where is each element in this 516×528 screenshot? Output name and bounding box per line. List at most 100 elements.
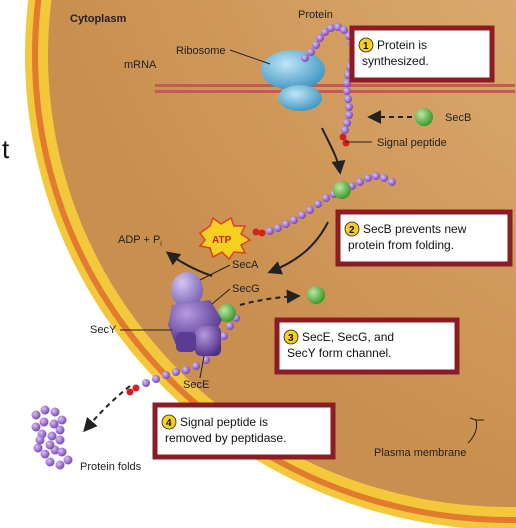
secb-ball-4 [218, 304, 236, 322]
step-number-badge [344, 221, 360, 237]
amino-acid-bead [341, 126, 349, 134]
folded-protein-bead [55, 460, 65, 470]
folded-protein-bead [57, 415, 67, 425]
secy-label: SecY [90, 324, 117, 336]
cytoplasm-area [48, 0, 516, 507]
amino-acid-bead [142, 379, 150, 387]
ribosome-label: Ribosome [176, 45, 226, 57]
folded-protein-bead [63, 455, 73, 465]
protein-folds-label: Protein folds [80, 461, 142, 473]
protein-chains [31, 23, 396, 470]
step-box-frame [274, 317, 460, 375]
amino-acid-bead [345, 103, 353, 111]
sec-channel [168, 300, 222, 356]
secb-release-arrow [239, 289, 301, 306]
step-number: 4 [166, 418, 172, 429]
amino-acid-bead [301, 54, 309, 62]
mrna-label: mRNA [124, 59, 157, 71]
cytoplasm-label: Cytoplasm [70, 13, 126, 25]
amino-acid-bead [334, 23, 342, 31]
folded-protein-bead [55, 425, 65, 435]
folded-protein-bead [50, 407, 60, 417]
step-number-badge [283, 329, 299, 345]
step-text-line: removed by peptidase. [165, 431, 286, 445]
amino-acid-bead [307, 48, 315, 56]
step-text-line: Protein is [377, 38, 427, 52]
ribosome-pointer [229, 49, 271, 65]
folded-protein-bead [35, 435, 45, 445]
amino-acid-bead [340, 26, 348, 34]
step-text-line: Signal peptide is [180, 415, 268, 429]
folded-protein-bead [57, 447, 67, 457]
step-number-badge [161, 414, 177, 430]
folded-protein-bead [40, 405, 50, 415]
amino-acid-bead [274, 224, 282, 232]
step-box-frame [349, 25, 495, 83]
secb-label: SecB [445, 112, 471, 124]
secb-ball-2 [333, 181, 351, 199]
signal-peptide-bead [132, 384, 140, 392]
signal-peptide-label: Signal peptide [377, 137, 447, 149]
amino-acid-bead [356, 178, 364, 186]
amino-acid-bead [344, 95, 352, 103]
adp-label: ADP + Pi [118, 234, 162, 248]
step-text-line: SecE, SecG, and [302, 330, 394, 344]
amino-acid-bead [162, 371, 170, 379]
folded-protein-bead [45, 440, 55, 450]
amino-acid-bead [290, 216, 298, 224]
folded-protein-bead [45, 457, 55, 467]
flow-arrow-2 [267, 221, 329, 275]
secb-ball-1 [415, 108, 433, 126]
step-text-line: synthesized. [362, 54, 429, 68]
folded-protein-bead [49, 419, 59, 429]
amino-acid-bead [388, 178, 396, 186]
step-box-frame [152, 402, 336, 460]
amino-acid-bead [312, 41, 320, 49]
step-number: 3 [288, 333, 294, 344]
folded-protein-bead [31, 410, 41, 420]
signal-peptide-bead [339, 133, 347, 141]
protein-label: Protein [298, 9, 333, 21]
folded-protein-bead [39, 417, 49, 427]
step-box-1: 1 Protein is synthesized. [349, 25, 495, 83]
secg-label: SecG [232, 283, 260, 295]
amino-acid-bead [364, 174, 372, 182]
folded-protein-bead [33, 443, 43, 453]
amino-acid-bead [266, 227, 274, 235]
amino-acid-bead [343, 79, 351, 87]
amino-acid-bead [182, 366, 190, 374]
atp-arrow [165, 251, 213, 277]
amino-acid-bead [172, 368, 180, 376]
signal-peptide-bead [126, 388, 134, 396]
amino-acid-bead [192, 362, 200, 370]
atp-label: ATP [212, 235, 232, 246]
cell-membrane [25, 0, 516, 528]
folded-protein-bead [40, 449, 50, 459]
amino-acid-bead [327, 24, 335, 32]
flow-arrow-1 [321, 127, 346, 175]
sece-label: SecE [183, 379, 209, 391]
amino-acid-bead [316, 34, 324, 42]
mrna-strand [155, 84, 515, 93]
amino-acid-bead [220, 332, 228, 340]
step-box-frame [335, 209, 513, 267]
amino-acid-bead [152, 375, 160, 383]
amino-acid-bead [314, 200, 322, 208]
amino-acid-bead [343, 87, 351, 95]
plasma-membrane-bracket [467, 417, 484, 444]
amino-acid-bead [226, 322, 234, 330]
step-text-line: SecY form channel. [287, 346, 392, 360]
seca-pointer [199, 264, 231, 281]
folded-protein-bead [47, 431, 57, 441]
step-number: 1 [363, 41, 369, 52]
seca-protein [171, 272, 203, 308]
step-text-line: protein from folding. [348, 238, 454, 252]
amino-acid-bead [322, 194, 330, 202]
ribosome [261, 50, 325, 111]
secb-ball-3 [307, 286, 325, 304]
